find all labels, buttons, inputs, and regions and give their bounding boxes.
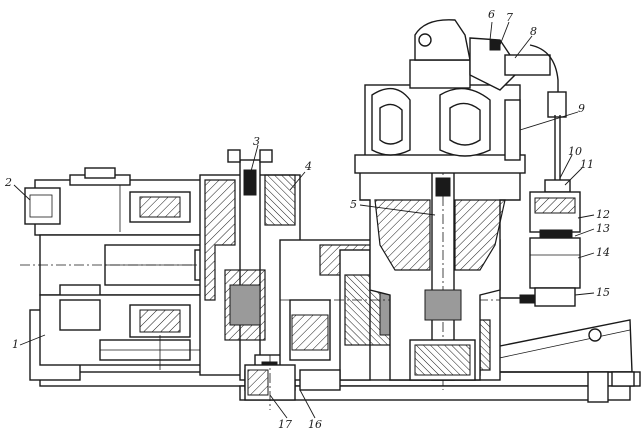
callout-1: 1: [12, 338, 19, 351]
callout-3: 3: [253, 135, 260, 148]
callout-8: 8: [530, 25, 537, 38]
leader-lines: [13, 21, 595, 419]
top-motor-block: [354, 19, 567, 174]
lower-bearing-assembly: [244, 355, 341, 410]
callout-14: 14: [596, 246, 610, 259]
callout-labels: 1 2 3 4 5 6 7 8 9 10 11 12 13 14 15 16 1…: [4, 8, 610, 431]
callout-13: 13: [596, 222, 610, 235]
callout-10: 10: [568, 145, 582, 158]
callout-16: 16: [308, 418, 322, 431]
callout-9: 9: [578, 102, 585, 115]
callout-11: 11: [580, 158, 594, 171]
callout-5: 5: [350, 198, 357, 211]
left-drive-unit: [20, 167, 235, 370]
vertical-shaft-housing: [359, 160, 521, 390]
callout-7: 7: [506, 11, 513, 24]
callout-2: 2: [4, 176, 12, 189]
callout-17: 17: [278, 418, 292, 431]
right-pump-unit: [500, 115, 581, 307]
callout-15: 15: [596, 286, 610, 299]
callout-12: 12: [596, 208, 610, 221]
callout-4: 4: [304, 160, 312, 173]
callout-6: 6: [488, 8, 495, 21]
